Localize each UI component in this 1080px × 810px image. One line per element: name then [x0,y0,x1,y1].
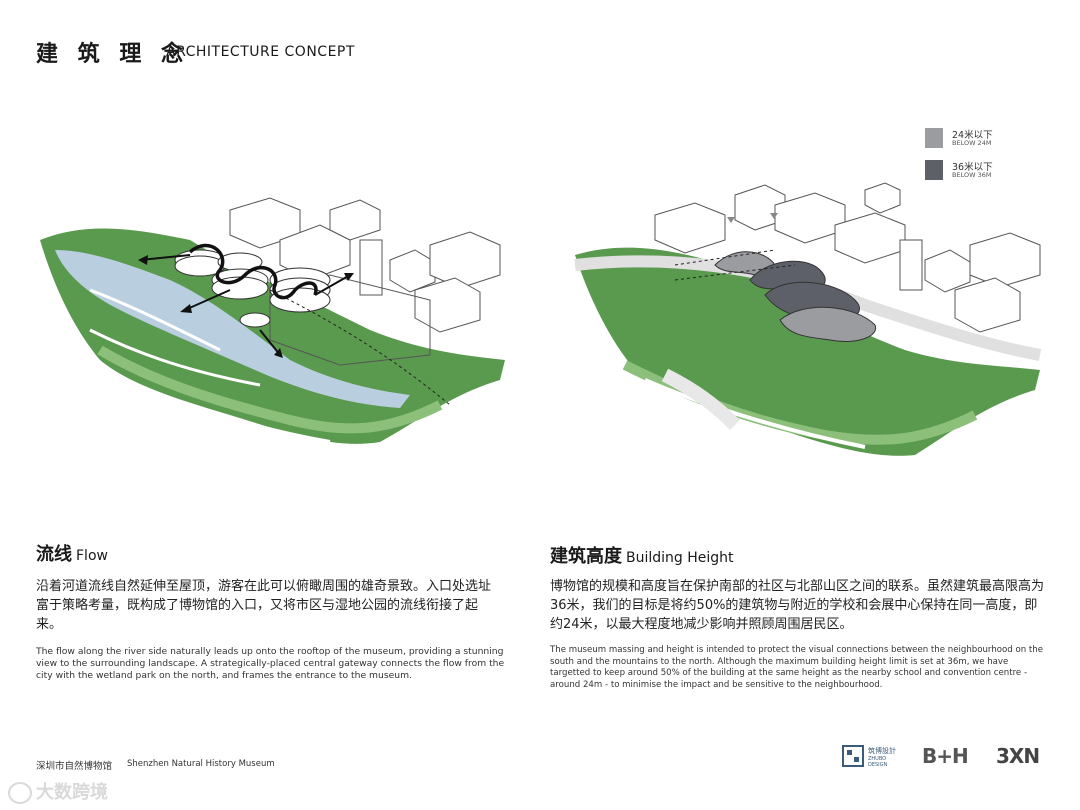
footer-museum-en: Shenzhen Natural History Museum [127,759,275,769]
legend-item-36m: 36米以下 BELOW 36M [925,158,1035,190]
marker [727,217,735,223]
height-title-cn: 建筑高度 [550,546,622,567]
legend-swatch [925,128,943,148]
height-text-en: The museum massing and height is intende… [550,645,1046,691]
3xn-logo: 3XN [996,744,1039,768]
legend-label-en: BELOW 24M [952,139,991,147]
flow-text-cn: 沿着河道流线自然延伸至屋顶，游客在此可以俯瞰周围的雄奇景致。入口处选址富于策略考… [36,577,498,634]
watermark-icon [8,782,32,804]
legend-swatch [925,160,943,180]
height-text-cn: 博物馆的规模和高度旨在保护南部的社区与北部山区之间的联系。虽然建筑最高限高为36… [550,577,1046,634]
flow-diagram [30,180,510,470]
watermark: 大数跨境 [8,778,108,804]
height-legend: 24米以下 BELOW 24M 36米以下 BELOW 36M [925,126,1035,190]
page-title-en: ARCHITECTURE CONCEPT [166,44,355,60]
footer-museum-cn: 深圳市自然博物馆 [36,758,112,772]
watermark-text: 大数跨境 [36,782,108,803]
bh-logo: B+H [922,744,968,768]
legend-item-24m: 24米以下 BELOW 24M [925,126,1035,158]
flow-text-en: The flow along the river side naturally … [36,646,510,682]
height-diagram [565,175,1045,465]
legend-label-en: BELOW 36M [952,171,991,179]
zhubo-logo-en: ZHUBO DESIGN [868,756,898,768]
height-title-en: Building Height [626,550,734,566]
zhubo-logo-icon [842,745,864,767]
flow-title-en: Flow [76,548,108,564]
zhubo-logo-cn: 筑博設計 [868,746,896,756]
flow-title-cn: 流线 [36,544,72,565]
